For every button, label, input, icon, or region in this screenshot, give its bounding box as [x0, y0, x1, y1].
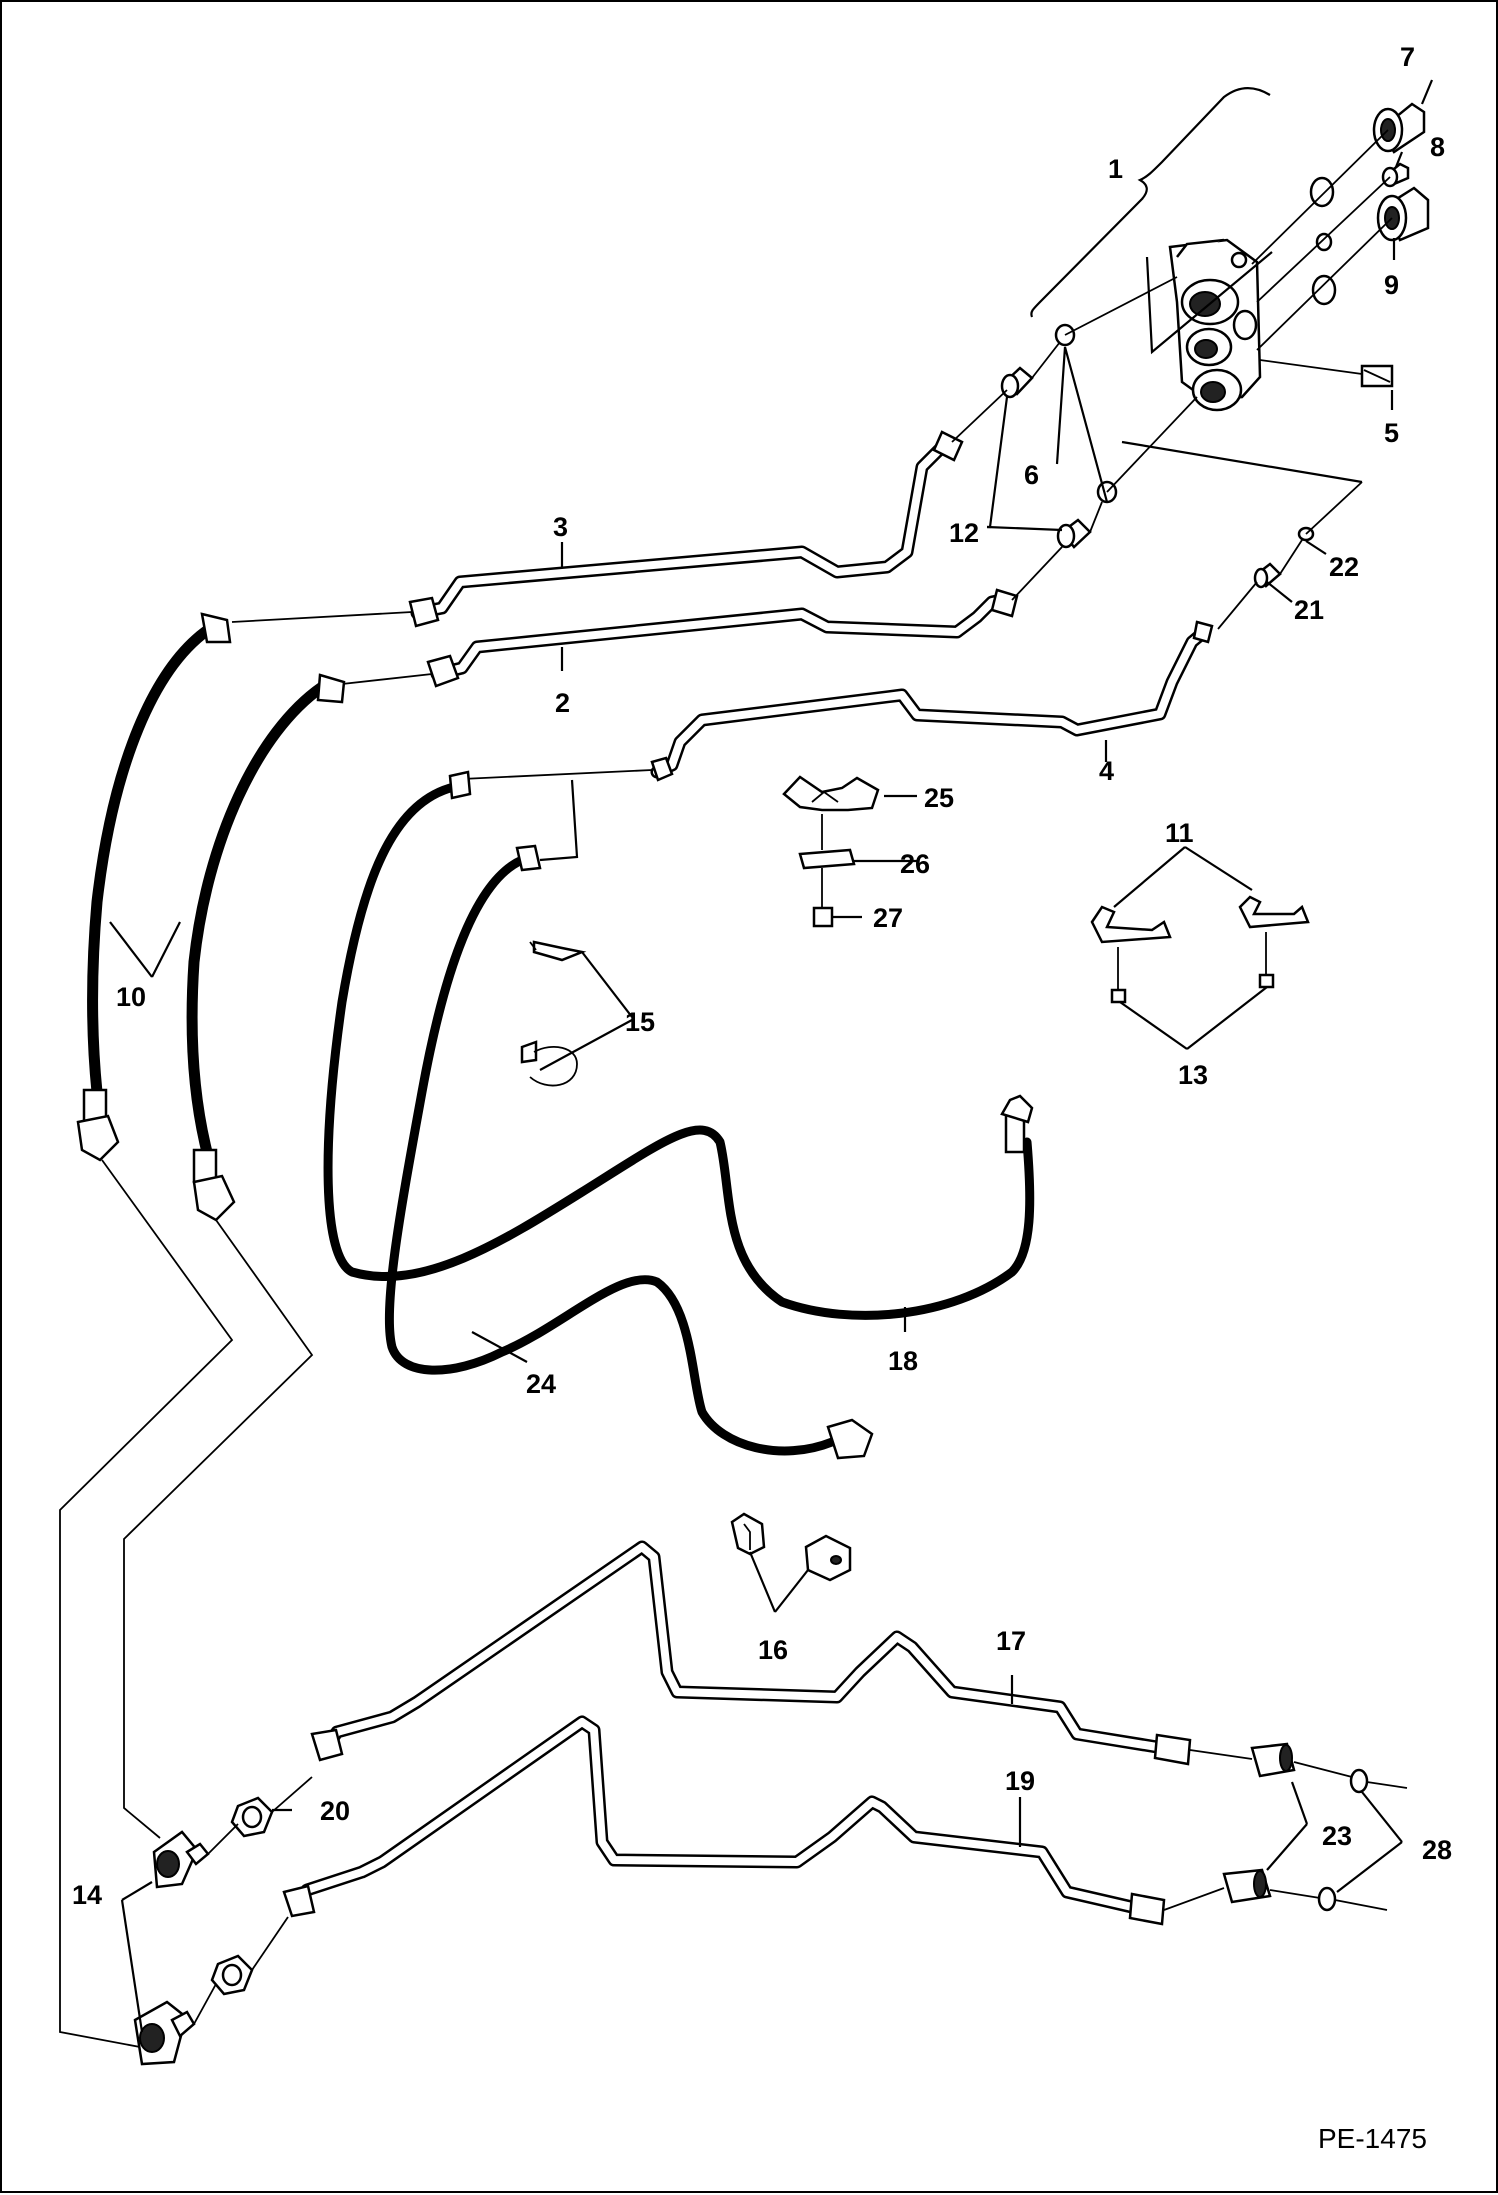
- tube-17: [310, 1540, 1192, 1766]
- callout-27: 27: [873, 903, 903, 933]
- drawing-code: PE-1475: [1318, 2123, 1427, 2154]
- callout-26: 26: [900, 849, 930, 879]
- callout-9: 9: [1384, 270, 1399, 300]
- elbow-14-lower: [133, 2000, 196, 2066]
- callout-18: 18: [888, 1346, 918, 1376]
- tube-2: [426, 588, 1019, 688]
- callout-14: 14: [72, 1880, 102, 1910]
- callout-13: 13: [1178, 1060, 1208, 1090]
- fitting-8: [1381, 162, 1410, 188]
- fitting-23-upper: [1250, 1742, 1296, 1778]
- hose-10-left: [76, 612, 232, 1162]
- callout-21: 21: [1294, 595, 1324, 625]
- tube-4: [650, 620, 1214, 782]
- tube-3: [408, 430, 964, 628]
- fitting-9: [1376, 186, 1430, 242]
- fitting-12-lower: [1056, 518, 1092, 549]
- tube-19: [282, 1715, 1166, 1926]
- fitting-12-upper: [1000, 366, 1034, 399]
- clip-16-right: [804, 1534, 852, 1582]
- callout-7: 7: [1400, 42, 1415, 72]
- bolt-5: [1259, 359, 1394, 388]
- clip-11-left: [1090, 905, 1172, 944]
- tie-strap-15: [520, 940, 587, 1087]
- callout-15: 15: [625, 1007, 655, 1037]
- fitting-23-lower: [1222, 1868, 1272, 1904]
- hose-18: [323, 770, 1035, 1320]
- callout-8: 8: [1430, 132, 1445, 162]
- clip-11-right: [1238, 895, 1310, 929]
- callout-3: 3: [553, 512, 568, 542]
- callout-22: 22: [1329, 552, 1359, 582]
- callout-23: 23: [1322, 1821, 1352, 1851]
- elbow-14-upper: [152, 1830, 210, 1889]
- callout-6: 6: [1024, 460, 1039, 490]
- callout-19: 19: [1005, 1766, 1035, 1796]
- callout-5: 5: [1384, 418, 1399, 448]
- callout-1: 1: [1108, 154, 1123, 184]
- hose-24: [384, 844, 874, 1460]
- fitting-7: [1372, 102, 1426, 154]
- callout-4: 4: [1099, 756, 1114, 786]
- callout-2: 2: [555, 688, 570, 718]
- nut-20-upper: [230, 1796, 274, 1838]
- hose-10-right: [186, 673, 346, 1222]
- callout-28: 28: [1422, 1835, 1452, 1865]
- nut-20-lower: [210, 1954, 254, 1996]
- callout-25: 25: [924, 783, 954, 813]
- clamp-25: [782, 775, 880, 812]
- callout-11: 11: [1165, 818, 1194, 848]
- callout-12: 12: [949, 518, 979, 548]
- callout-10: 10: [116, 982, 146, 1012]
- callout-17: 17: [996, 1626, 1026, 1656]
- callout-24: 24: [526, 1369, 556, 1399]
- callout-20: 20: [320, 1796, 350, 1826]
- bracket-1: [1030, 87, 1271, 318]
- callout-16: 16: [758, 1635, 788, 1665]
- clip-16-left: [730, 1512, 766, 1556]
